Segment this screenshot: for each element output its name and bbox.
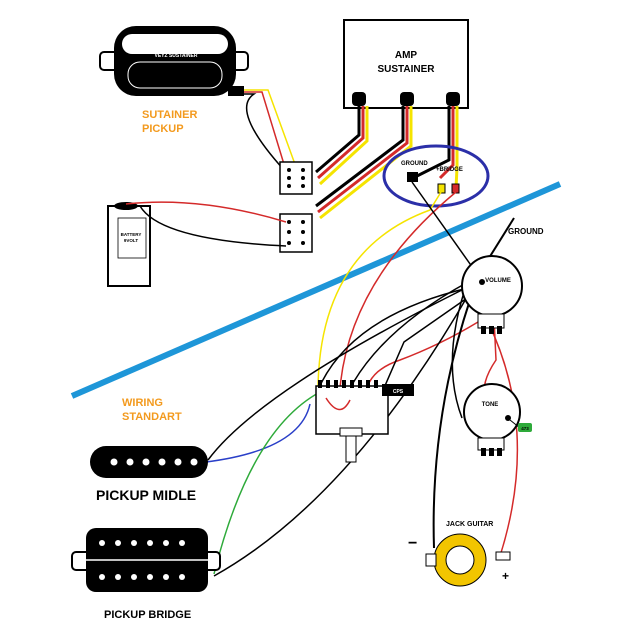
amp-label-1: AMP	[395, 50, 418, 61]
jack-minus: −	[408, 535, 417, 552]
volume-label: VOLUME	[485, 278, 511, 284]
bridge-block-label: +BRIDGE	[436, 167, 463, 173]
pickup-middle	[90, 446, 208, 478]
pickup-bridge	[71, 528, 221, 592]
amp-label-2: SUSTAINER	[377, 64, 435, 75]
ground-bridge-highlight	[382, 144, 490, 208]
battery-label-2: 9VOLT	[124, 238, 138, 243]
tone-capacitor: 473	[509, 419, 532, 432]
pickup-middle-label: PICKUP MIDLE	[96, 487, 196, 503]
mini-switch-top	[279, 161, 313, 195]
sustainer-pickup-leads	[244, 89, 301, 185]
capacitor-label: 473	[521, 426, 529, 431]
amp-sustainer-module: AMP SUSTAINER	[343, 19, 469, 109]
switch-cap-label: CPS	[393, 389, 404, 395]
ground-block-label: GROUND	[401, 161, 428, 167]
battery-9v: BATTERY 9VOLT	[107, 202, 151, 287]
section-divider	[70, 181, 562, 399]
main-wiring	[205, 181, 519, 577]
sustainer-pickup-brand: VEYZ SUSTAINER	[155, 53, 198, 59]
sustainer-pickup-label-1: SUTAINER	[142, 109, 197, 121]
five-way-switch: CPS	[315, 380, 414, 463]
wiring-label-2: STANDART	[122, 411, 182, 423]
sustainer-pickup: VEYZ SUSTAINER	[99, 26, 249, 96]
amp-cables	[315, 106, 459, 220]
jack-label: JACK GUITAR	[446, 521, 493, 528]
sustainer-pickup-label-2: PICKUP	[142, 123, 184, 135]
volume-pot: VOLUME	[461, 255, 523, 334]
wiring-label-1: WIRING	[122, 397, 163, 409]
battery-leads	[125, 201, 287, 247]
jack-plus: +	[502, 569, 509, 583]
jack-guitar	[425, 533, 511, 587]
tone-pot: TONE	[463, 383, 521, 456]
ground-main-label: GROUND	[508, 227, 544, 236]
battery-label-1: BATTERY	[121, 232, 142, 237]
tone-label: TONE	[482, 402, 499, 408]
pickup-bridge-label: PICKUP BRIDGE	[104, 609, 191, 621]
